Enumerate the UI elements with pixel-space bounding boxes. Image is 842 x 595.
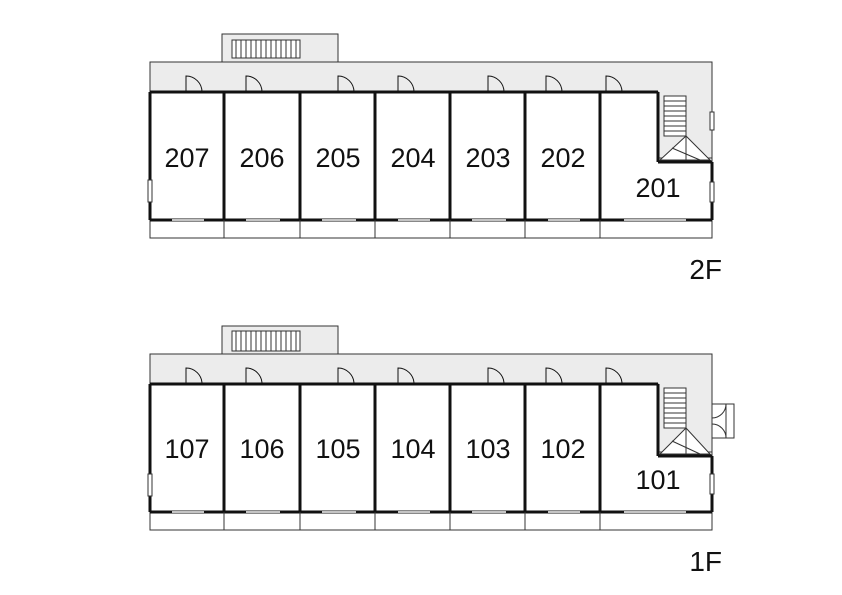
room-number-106: 106 [239, 434, 284, 464]
upper-stair-treads [231, 330, 301, 352]
side-windows [147, 111, 715, 203]
room-number-202: 202 [540, 143, 585, 173]
floor-1f-plan: 107 106 105 104 103 102 101 1F [147, 325, 735, 577]
side-stair [658, 387, 712, 455]
room-number-107: 107 [164, 434, 209, 464]
floor-label-1f: 1F [689, 546, 722, 577]
room-number-103: 103 [465, 434, 510, 464]
side-stair [658, 95, 712, 161]
balcony [150, 220, 712, 239]
side-windows [147, 473, 715, 497]
room-number-104: 104 [390, 434, 435, 464]
floor-2f-plan: 207 206 205 204 203 202 201 2F [147, 33, 722, 285]
room-number-206: 206 [239, 143, 284, 173]
room-number-205: 205 [315, 143, 360, 173]
room-number-101: 101 [635, 465, 680, 495]
room-number-203: 203 [465, 143, 510, 173]
room-walls [148, 90, 714, 222]
room-number-105: 105 [315, 434, 360, 464]
entry-doors [185, 75, 623, 93]
room-number-204: 204 [390, 143, 435, 173]
room-number-102: 102 [540, 434, 585, 464]
room-number-207: 207 [164, 143, 209, 173]
upper-stair-treads [231, 39, 301, 59]
floor-label-2f: 2F [689, 254, 722, 285]
room-number-201: 201 [635, 173, 680, 203]
side-entrance-door [711, 403, 735, 439]
balcony [150, 512, 712, 531]
entry-doors [185, 367, 623, 385]
